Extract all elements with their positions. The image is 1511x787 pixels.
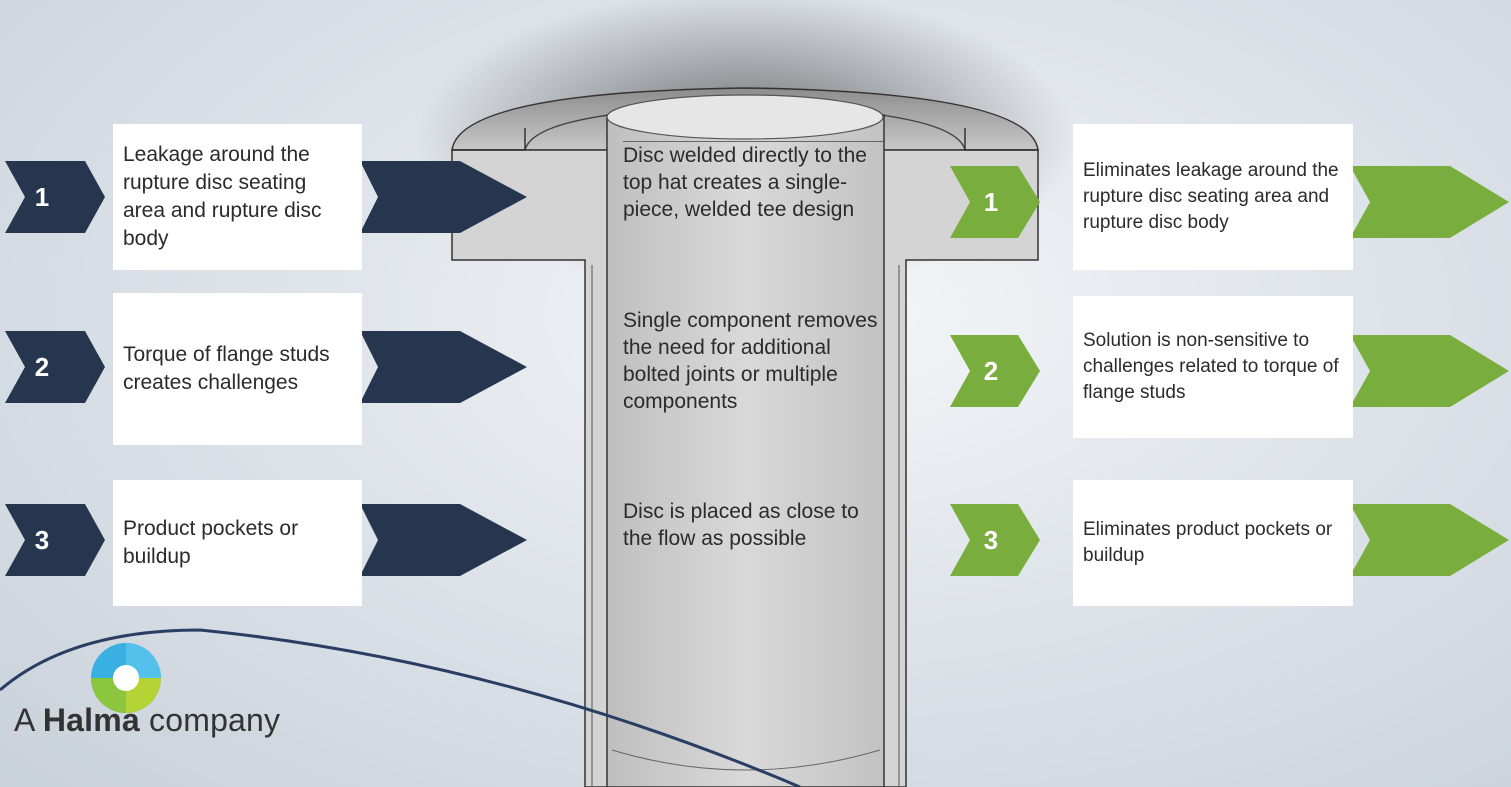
left-text-card-1: Leakage around the rupture disc seating … [113,124,362,270]
right-text-card-2: Solution is non-sensitive to challenges … [1073,296,1353,438]
left-chevron-3 [5,504,527,576]
left-text-3: Product pockets or buildup [123,517,299,568]
right-arrow-row-3: 3 [0,504,1511,576]
right-text-card-3: Eliminates product pockets or buildup [1073,480,1353,606]
left-arrow-row-2: 2 [0,331,1511,403]
right-chevron-2 [950,335,1509,407]
left-text-card-3: Product pockets or buildup [113,480,362,606]
right-number-1: 1 [983,186,999,217]
halma-company-logo-text: A Halma company [14,702,280,739]
right-text-2: Solution is non-sensitive to challenges … [1083,330,1339,403]
right-text-3: Eliminates product pockets or buildup [1083,519,1333,566]
right-number-2: 2 [983,355,999,386]
left-text-1: Leakage around the rupture disc seating … [123,143,322,250]
swoosh-line [0,628,801,787]
left-chevron-2 [5,331,527,403]
center-text-2: Single component removes the need for ad… [623,309,878,413]
right-chevron-3 [950,504,1509,576]
right-arrow-row-1: 1 [0,166,1511,238]
left-text-2: Torque of flange studs creates challenge… [123,343,330,394]
logo-prefix: A [14,702,43,738]
halma-logo-icon [91,643,161,713]
right-text-1: Eliminates leakage around the rupture di… [1083,160,1339,233]
left-number-1: 1 [34,181,50,212]
left-text-card-2: Torque of flange studs creates challenge… [113,293,362,445]
left-number-2: 2 [34,351,50,382]
logo-brand: Halma [42,702,140,738]
right-arrow-row-2: 2 [0,335,1511,407]
bore [606,114,885,787]
right-number-3: 3 [983,524,999,555]
logo-suffix: company [139,702,281,738]
center-text-1: Disc welded directly to the top hat crea… [623,141,883,223]
center-text-3: Disc is placed as close to the flow as p… [623,500,859,550]
left-arrow-row-1: 1 [0,161,1511,233]
left-chevron-1 [5,161,527,233]
left-number-3: 3 [34,524,50,555]
left-arrow-row-3: 3 [0,504,1511,576]
right-text-card-1: Eliminates leakage around the rupture di… [1073,124,1353,270]
right-chevron-1 [950,166,1509,238]
